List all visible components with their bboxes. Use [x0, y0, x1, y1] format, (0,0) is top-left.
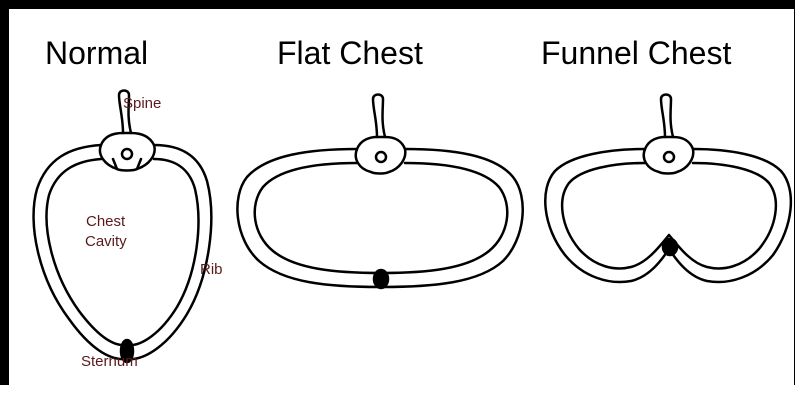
flat-spinous-process — [373, 95, 385, 138]
funnel-spinal-canal — [664, 152, 674, 162]
panel-title-flat-chest: Flat Chest — [277, 37, 423, 69]
flat-rib-inner — [255, 163, 508, 273]
funnel-vertebra — [644, 137, 694, 174]
funnel-chest-diagram — [545, 95, 791, 282]
flat-spinal-canal — [376, 152, 386, 162]
funnel-spinous-process — [661, 95, 673, 138]
label-spine: Spine — [123, 95, 161, 112]
normal-spinal-canal — [122, 149, 132, 159]
normal-vertebra — [100, 133, 155, 171]
funnel-rib-outer — [545, 149, 791, 282]
label-rib: Rib — [200, 261, 223, 278]
normal-rib-inner — [47, 159, 199, 345]
flat-vertebra — [356, 137, 406, 174]
label-chest-line1: Chest — [86, 213, 125, 230]
flat-sternum — [374, 270, 388, 288]
flat-chest-diagram — [237, 95, 522, 289]
diagram-frame: Normal Flat Chest Funnel Chest Spine Che… — [0, 0, 795, 385]
panel-title-normal: Normal — [45, 37, 148, 69]
panel-title-funnel-chest: Funnel Chest — [541, 37, 731, 69]
label-sternum: Sternum — [81, 353, 138, 370]
funnel-sternum — [663, 239, 677, 255]
label-cavity-line2: Cavity — [85, 233, 127, 250]
flat-rib-outer — [237, 149, 522, 287]
